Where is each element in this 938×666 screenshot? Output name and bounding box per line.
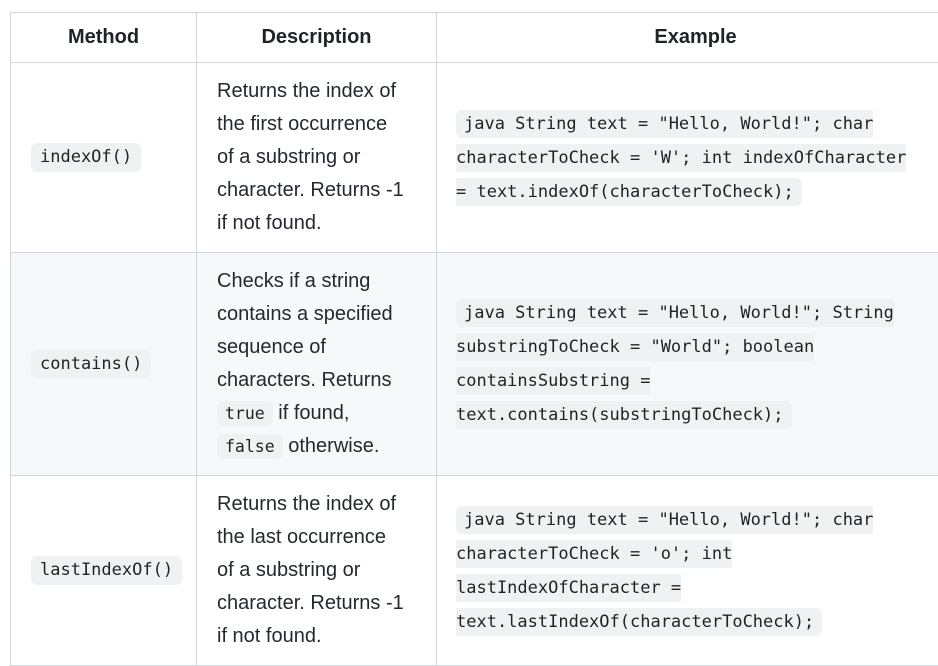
method-cell: contains() — [11, 253, 197, 476]
example-code: java String text = "Hello, World!"; Stri… — [456, 299, 894, 429]
header-method: Method — [11, 13, 197, 63]
description-cell: Checks if a string contains a specified … — [197, 253, 437, 476]
table-row: lastIndexOf() Returns the index of the l… — [11, 476, 938, 666]
description-text: Returns the index of the last occurrence… — [217, 488, 407, 653]
method-code-pill: lastIndexOf() — [31, 556, 182, 584]
example-cell: java String text = "Hello, World!"; Stri… — [437, 253, 938, 476]
description-text: Checks if a string contains a specified … — [217, 265, 407, 463]
description-inline-code: true — [217, 401, 273, 426]
table-header: Method Description Example — [11, 13, 938, 63]
table-row: contains() Checks if a string contains a… — [11, 253, 938, 476]
description-text: Returns the index of the first occurrenc… — [217, 75, 407, 240]
example-code-wrap: java String text = "Hello, World!"; Stri… — [456, 296, 922, 432]
example-code: java String text = "Hello, World!"; char… — [456, 506, 873, 636]
table-body: indexOf() Returns the index of the first… — [11, 63, 938, 666]
header-description: Description — [197, 13, 437, 63]
example-cell: java String text = "Hello, World!"; char… — [437, 476, 938, 666]
header-row: Method Description Example — [11, 13, 938, 63]
methods-table-container: Method Description Example indexOf() Ret… — [10, 12, 938, 666]
description-cell: Returns the index of the first occurrenc… — [197, 63, 437, 253]
example-code-wrap: java String text = "Hello, World!"; char… — [456, 503, 922, 639]
method-code-pill: indexOf() — [31, 143, 141, 171]
example-code-wrap: java String text = "Hello, World!"; char… — [456, 107, 922, 209]
method-code-pill: contains() — [31, 350, 151, 378]
method-cell: lastIndexOf() — [11, 476, 197, 666]
description-cell: Returns the index of the last occurrence… — [197, 476, 437, 666]
string-methods-table: Method Description Example indexOf() Ret… — [10, 12, 938, 666]
description-inline-code: false — [217, 434, 283, 459]
method-cell: indexOf() — [11, 63, 197, 253]
table-row: indexOf() Returns the index of the first… — [11, 63, 938, 253]
header-example: Example — [437, 13, 938, 63]
example-cell: java String text = "Hello, World!"; char… — [437, 63, 938, 253]
example-code: java String text = "Hello, World!"; char… — [456, 110, 906, 206]
